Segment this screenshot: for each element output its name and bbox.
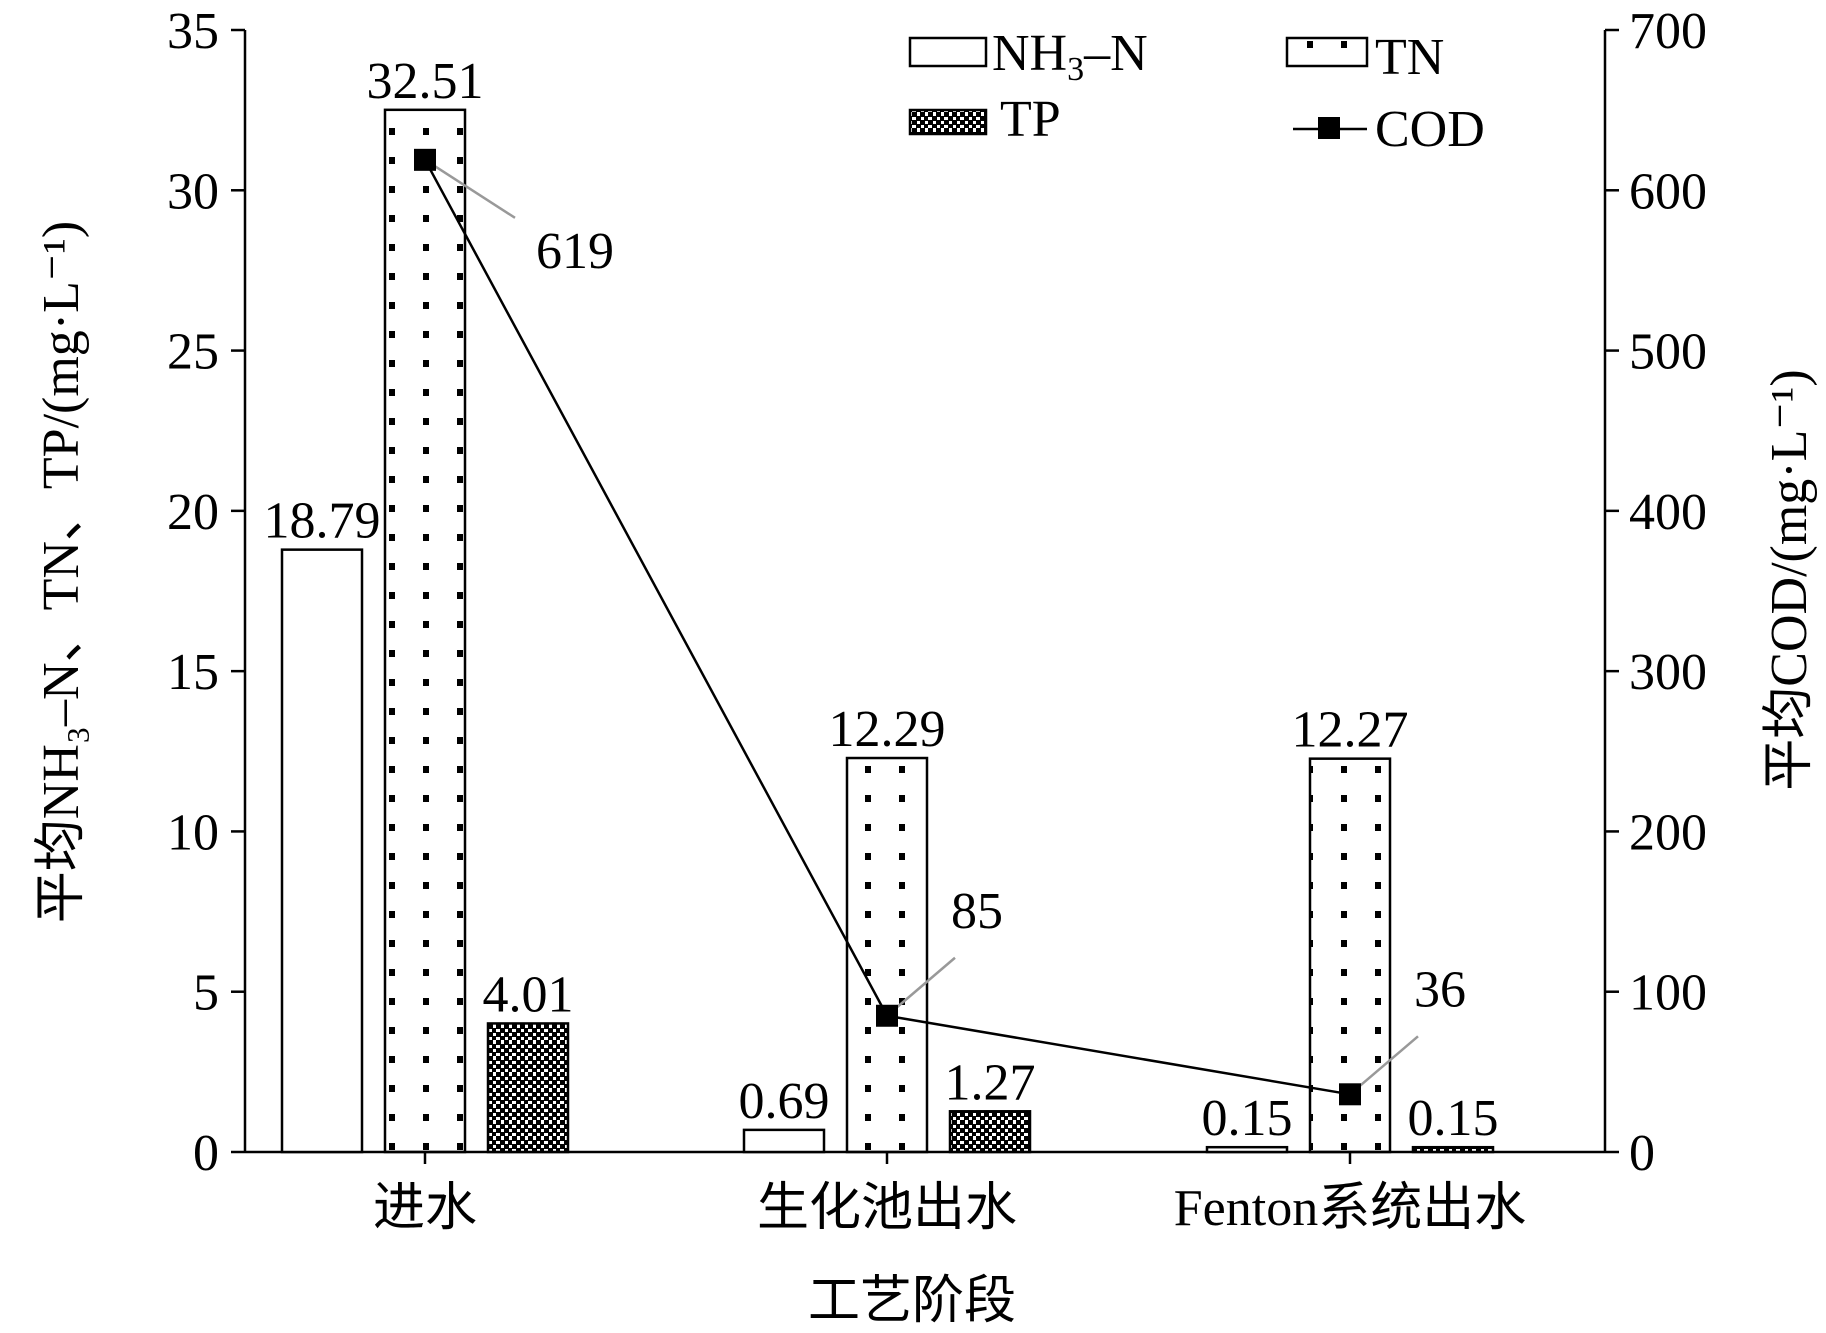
bar-value-label: 4.01: [483, 966, 574, 1023]
bar-value-label: 0.15: [1202, 1090, 1293, 1147]
y-tick-label-right: 200: [1629, 804, 1707, 861]
legend-swatch-tn: [1285, 36, 1369, 68]
y-tick-label-left: 25: [167, 324, 219, 381]
legend-label: COD: [1375, 101, 1485, 158]
y-tick-label-left: 0: [193, 1125, 219, 1182]
legend-swatch-cod-marker: [1318, 117, 1340, 139]
legend-label: TN: [1375, 29, 1444, 86]
bar-value-label: 32.51: [367, 53, 484, 110]
y-tick-label-right: 100: [1629, 965, 1707, 1022]
bar-value-label: 0.15: [1408, 1090, 1499, 1147]
x-tick-label: 进水: [373, 1180, 477, 1237]
y-tick-label-left: 15: [167, 644, 219, 701]
bar-nhn: [280, 548, 364, 1154]
x-tick-label: Fenton系统出水: [1174, 1180, 1526, 1237]
y-tick-label-right: 600: [1629, 163, 1707, 220]
cod-leader-line: [886, 956, 956, 1017]
cod-marker: [1339, 1083, 1361, 1106]
legend-swatch-tp: [908, 108, 988, 136]
cod-value-label: 36: [1414, 961, 1466, 1018]
cod-leader-line: [1349, 1035, 1419, 1096]
y-tick-label-left: 10: [167, 804, 219, 861]
legend: NH3–N TN TP COD: [908, 25, 1485, 158]
bar-value-label: 18.79: [264, 493, 381, 550]
cod-marker: [414, 148, 436, 171]
y-tick-label-left: 20: [167, 484, 219, 541]
bar-tp: [486, 1022, 570, 1154]
legend-swatch-nh3n: [908, 36, 988, 68]
legend-label: TP: [1000, 91, 1061, 148]
y-tick-label-left: 30: [167, 163, 219, 220]
y-tick-label-left: 5: [193, 965, 219, 1022]
bar-tp: [948, 1110, 1032, 1154]
legend-label: NH3–N: [992, 25, 1148, 88]
bar-nhn: [1205, 1145, 1289, 1154]
bar-tn: [383, 108, 467, 1154]
y-tick-label-right: 700: [1629, 3, 1707, 60]
y-axis-title-left: 平均NH₃–N、TN、TP/(mg·L⁻¹): [33, 221, 90, 923]
x-tick-label: 生化池出水: [757, 1180, 1017, 1237]
cod-line-layer: [414, 148, 1419, 1106]
bar-tn: [845, 756, 929, 1154]
data-labels: 18.79 0.69 0.15 32.51 12.29 12.27 4.01 1.27 0.15…: [264, 53, 1499, 1147]
bar-value-label: 12.29: [829, 701, 946, 758]
y-tick-label-right: 0: [1629, 1125, 1655, 1182]
y-tick-label-left: 35: [167, 3, 219, 60]
y-tick-label-right: 500: [1629, 324, 1707, 381]
bar-value-label: 0.69: [739, 1073, 830, 1130]
bars: [280, 108, 1495, 1154]
bar-value-label: 1.27: [945, 1054, 1036, 1111]
cod-leader-line: [424, 158, 516, 219]
cod-value-label: 619: [536, 223, 614, 280]
bar-tp: [1411, 1145, 1495, 1154]
y-tick-label-right: 400: [1629, 484, 1707, 541]
cod-marker: [876, 1004, 898, 1027]
axes: 0 5 10 15 20 25 30 35 0 100 200 300 400 500 600 700 进水 生化…: [167, 3, 1707, 1237]
x-axis-title: 工艺阶段: [808, 1273, 1016, 1330]
bar-nhn: [742, 1128, 826, 1154]
y-tick-label-right: 300: [1629, 644, 1707, 701]
bar-value-label: 12.27: [1292, 702, 1409, 759]
y-axis-title-right: 平均COD/(mg·L⁻¹): [1761, 369, 1818, 790]
cod-value-label: 85: [951, 883, 1003, 940]
